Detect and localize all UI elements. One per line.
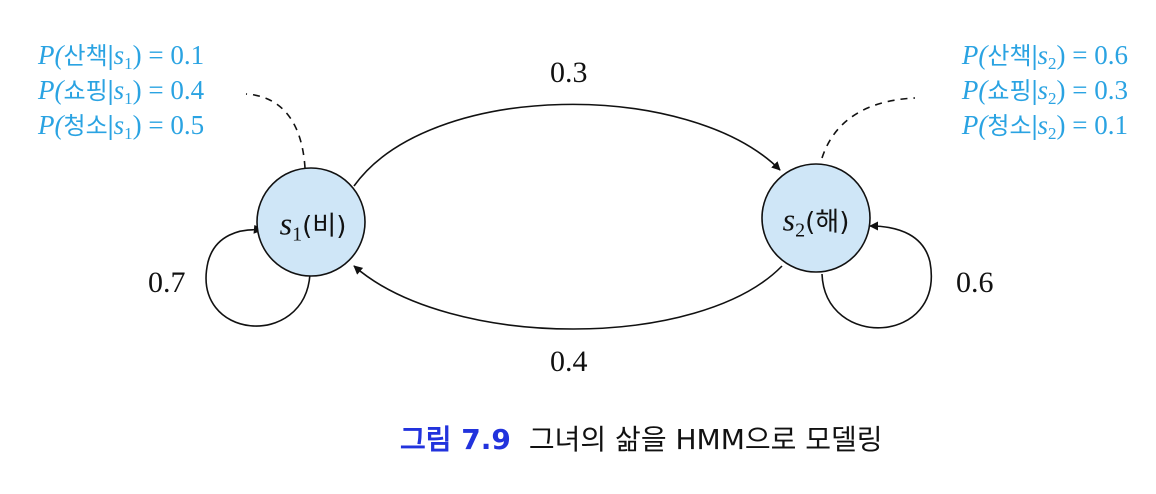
state-label-s2: s2(해)	[782, 201, 850, 242]
emission-prob-s1-2: P(쇼핑|s1) = 0.4	[38, 75, 205, 108]
figure-number: 그림 7.9	[400, 423, 511, 456]
activity-name: 쇼핑	[987, 77, 1032, 105]
transition-label-s2-to-s1: 0.4	[550, 345, 588, 378]
state-symbol: s	[782, 201, 796, 238]
prob-value: ) = 0.1	[132, 40, 205, 70]
activity-name: 청소	[63, 112, 108, 140]
state-symbol: s	[113, 75, 125, 105]
state-name: 해	[815, 207, 840, 238]
edge-s2-to-s1	[353, 265, 783, 330]
state-node-s2	[761, 163, 871, 273]
figure-caption-text: 그녀의 삶을 HMM으로 모델링	[528, 423, 883, 456]
state-symbol: s	[113, 110, 125, 140]
emission-connector-s1	[245, 93, 306, 169]
emission-prob-s2-2: P(쇼핑|s2) = 0.3	[961, 75, 1128, 108]
prob-value: ) = 0.1	[1056, 110, 1128, 140]
activity-name: 청소	[987, 112, 1032, 140]
state-subscript: 2	[795, 219, 806, 242]
emission-connector-s2	[821, 97, 916, 159]
state-name: 비	[312, 211, 337, 242]
prob-value: ) = 0.5	[132, 110, 205, 140]
figure-caption: 그림 7.9 그녀의 삶을 HMM으로 모델링	[400, 418, 883, 458]
prob-prefix: P(	[961, 40, 988, 70]
state-subscript: 2	[1048, 54, 1057, 73]
given-bar: |	[107, 75, 114, 105]
prob-prefix: P(	[38, 110, 64, 140]
emission-prob-s1-1: P(산책|s1) = 0.1	[38, 40, 205, 73]
emission-prob-s2-3: P(청소|s2) = 0.1	[961, 110, 1128, 143]
state-node-s1	[256, 167, 366, 277]
prob-value: ) = 0.3	[1056, 75, 1128, 105]
prob-value: ) = 0.4	[132, 75, 205, 105]
activity-name: 산책	[63, 42, 108, 70]
prob-value: ) = 0.6	[1056, 40, 1128, 70]
given-bar: |	[1031, 110, 1038, 140]
prob-prefix: P(	[38, 75, 64, 105]
activity-name: 쇼핑	[63, 77, 108, 105]
given-bar: |	[107, 40, 114, 70]
emission-prob-s2-1: P(산책|s2) = 0.6	[961, 40, 1128, 73]
edge-s1-to-s2	[353, 103, 781, 187]
activity-name: 산책	[987, 42, 1032, 70]
self-loop-s2	[821, 221, 933, 329]
state-subscript: 1	[124, 124, 133, 143]
state-subscript: 1	[124, 89, 133, 108]
state-subscript: 1	[292, 223, 303, 246]
state-symbol: s	[1037, 40, 1049, 70]
self-loop-label-s2: 0.6	[956, 266, 994, 299]
given-bar: |	[107, 110, 114, 140]
self-loop-s1	[205, 224, 311, 327]
state-symbol: s	[113, 40, 125, 70]
state-subscript: 1	[124, 54, 133, 73]
emission-prob-s1-3: P(청소|s1) = 0.5	[38, 110, 205, 143]
state-label-s1: s1(비)	[279, 205, 347, 246]
state-symbol: s	[279, 205, 293, 242]
self-loop-label-s1: 0.7	[148, 266, 186, 299]
given-bar: |	[1031, 40, 1038, 70]
state-symbol: s	[1037, 75, 1049, 105]
prob-prefix: P(	[961, 75, 988, 105]
transition-label-s1-to-s2: 0.3	[550, 56, 588, 89]
state-symbol: s	[1037, 110, 1049, 140]
prob-prefix: P(	[961, 110, 988, 140]
state-subscript: 2	[1048, 124, 1057, 143]
prob-prefix: P(	[38, 40, 64, 70]
state-subscript: 2	[1048, 89, 1057, 108]
given-bar: |	[1031, 75, 1038, 105]
